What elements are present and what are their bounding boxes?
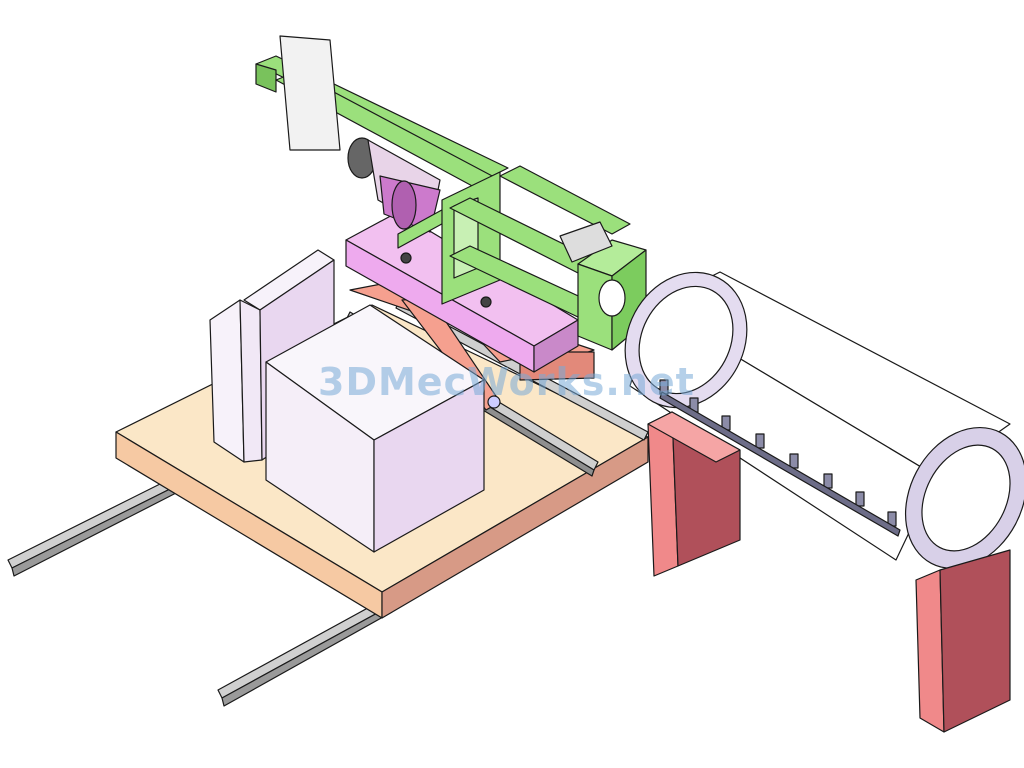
green-frame [255,35,647,351]
tube-clamps [659,379,901,537]
floor-rail-left [7,477,179,577]
support-pillar-rear [915,549,1011,733]
floor-rail-right [217,597,393,707]
drive-motor [295,109,441,233]
cube-block [265,304,485,553]
support-pillar-front [647,411,741,577]
